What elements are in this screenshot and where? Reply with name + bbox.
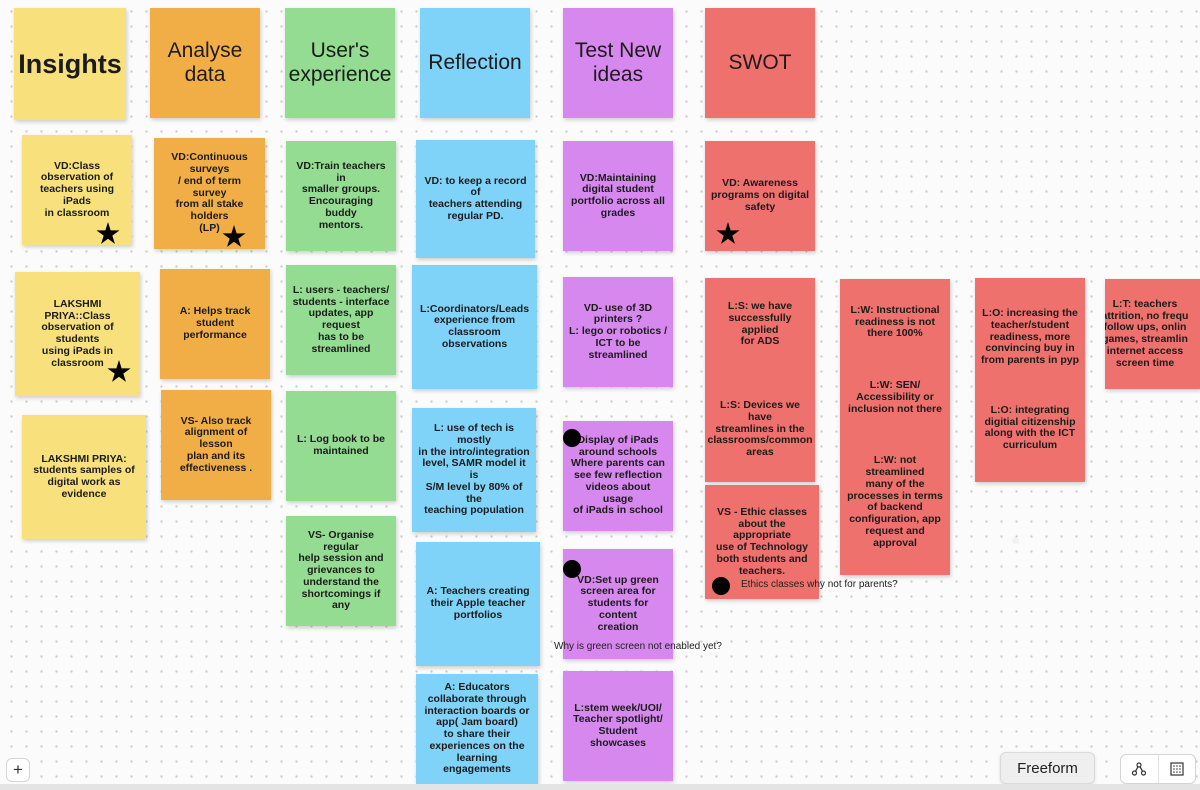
header-analyse-data[interactable]: Analyse data [150,8,260,118]
sticky-note[interactable]: L:Coordinators/Leads experience from cla… [412,265,537,389]
header-insights[interactable]: Insights [14,8,126,120]
sticky-note[interactable]: L:W: Instructional readiness is not ther… [840,279,950,575]
sticky-note[interactable]: VD:Train teachers in smaller groups. Enc… [286,141,396,251]
sticky-note[interactable]: A: Educators collaborate through interac… [416,674,538,784]
sticky-note[interactable]: L:S: we have successfully applied for AD… [705,278,815,482]
tool-group [1120,754,1196,784]
comment-dot-icon[interactable] [563,429,581,447]
header-swot[interactable]: SWOT [705,8,815,118]
sticky-note[interactable]: VD:Maintaining digital student portfolio… [563,141,673,251]
bottom-scrollbar[interactable] [0,784,1200,790]
sticky-note[interactable]: L:O: increasing the teacher/student read… [975,278,1085,482]
sticky-note[interactable]: A: Helps track student performance [160,269,270,379]
sticky-note[interactable]: LAKSHMI PRIYA: students samples of digit… [22,415,146,539]
sticky-note[interactable]: L: Log book to be maintained [286,391,396,501]
comment-dot-icon[interactable] [712,577,730,595]
sticky-note[interactable]: VD: to keep a record of teachers attendi… [416,140,535,258]
sticky-note[interactable]: VD- use of 3D printers ? L: lego or robo… [563,277,673,387]
sticky-note[interactable]: L:T: teachers attrition, no frequ follow… [1105,279,1200,389]
sticky-note[interactable]: VD:Continuous surveys / end of term surv… [154,138,265,249]
shape-tool-icon[interactable] [1121,755,1158,783]
comment-text: Why is green screen not enabled yet? [554,641,722,652]
comment-text: Ethics classes why not for parents? [741,579,898,590]
sticky-note[interactable]: L: use of tech is mostly in the intro/in… [412,408,536,532]
sticky-note[interactable]: VD:Class observation of teachers using i… [22,135,132,245]
sticky-note[interactable]: Display of iPads around schools Where pa… [563,421,673,531]
sticky-note[interactable]: VD:Set up green screen area for students… [563,549,673,659]
sticky-grid-icon[interactable] [1157,755,1196,783]
sticky-note[interactable]: VS- Also track alignment of lesson plan … [161,390,271,500]
sticky-note[interactable]: VD: Awareness programs on digital safety [705,141,815,251]
app-name-label: Freeform [1000,752,1095,784]
sticky-note[interactable]: A: Teachers creating their Apple teacher… [416,542,540,666]
header-reflection[interactable]: Reflection [420,8,530,118]
header-users-experience[interactable]: User's experience [285,8,395,118]
header-test-new-ideas[interactable]: Test New ideas [563,8,673,118]
sticky-note[interactable]: VS- Organise regular help session and gr… [286,516,396,626]
zoom-in-button[interactable]: + [6,758,30,782]
selection-dot [1012,537,1019,544]
sticky-note[interactable]: L: users - teachers/ students - interfac… [286,265,396,375]
comment-dot-icon[interactable] [563,560,581,578]
sticky-note[interactable]: L:stem week/UOI/ Teacher spotlight/ Stud… [563,671,673,781]
